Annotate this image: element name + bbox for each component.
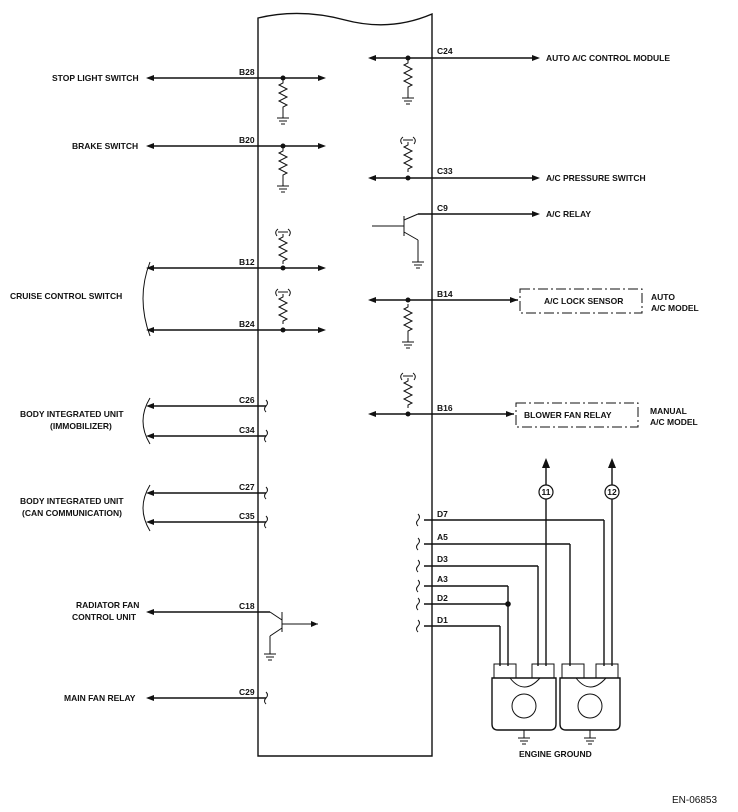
pin-c18: C18 xyxy=(239,601,255,611)
auto-ac-control-module-circuit xyxy=(368,55,540,105)
label-brake-switch: BRAKE SWITCH xyxy=(72,141,138,151)
pin-a5: A5 xyxy=(437,532,448,542)
label-auto: AUTO xyxy=(651,292,675,302)
label-manual: MANUAL xyxy=(650,406,687,416)
pin-c27: C27 xyxy=(239,482,255,492)
blower-fan-relay-box xyxy=(515,402,639,428)
figure-id: EN-06853 xyxy=(672,795,717,806)
label-ac-pressure-switch: A/C PRESSURE SWITCH xyxy=(546,173,646,183)
engine-ground-wiring xyxy=(416,458,621,745)
pin-c33: C33 xyxy=(437,166,453,176)
ac-lock-sensor-box xyxy=(519,288,643,314)
pin-b12: B12 xyxy=(239,257,255,267)
blower-fan-relay-circuit xyxy=(368,372,639,428)
label-blower-fan-relay: BLOWER FAN RELAY xyxy=(524,410,612,420)
label-manual-ac-model: A/C MODEL xyxy=(650,417,698,427)
cruise-control-circuit xyxy=(142,228,326,337)
pin-c34: C34 xyxy=(239,425,255,435)
radiator-fan-circuit xyxy=(146,609,318,661)
pin-b20: B20 xyxy=(239,135,255,145)
label-engine-ground: ENGINE GROUND xyxy=(519,749,592,759)
ac-lock-sensor-circuit xyxy=(368,288,643,349)
pin-d1: D1 xyxy=(437,615,448,625)
ref-12: 12 xyxy=(607,487,617,497)
label-auto-ac-model: A/C MODEL xyxy=(651,303,699,313)
label-stop-light-switch: STOP LIGHT SWITCH xyxy=(52,73,139,83)
label-cruise-control-switch: CRUISE CONTROL SWITCH xyxy=(10,291,122,301)
pin-b16: B16 xyxy=(437,403,453,413)
pin-d3: D3 xyxy=(437,554,448,564)
immobilizer-circuit xyxy=(142,397,268,445)
label-can-communication: (CAN COMMUNICATION) xyxy=(22,508,122,518)
pin-c35: C35 xyxy=(239,511,255,521)
pin-b28: B28 xyxy=(239,67,255,77)
pin-c24: C24 xyxy=(437,46,453,56)
label-ac-lock-sensor: A/C LOCK SENSOR xyxy=(544,296,623,306)
ref-11: 11 xyxy=(542,487,551,497)
label-main-fan-relay: MAIN FAN RELAY xyxy=(64,693,136,703)
can-communication-circuit xyxy=(142,484,268,532)
pin-b24: B24 xyxy=(239,319,255,329)
pin-b14: B14 xyxy=(437,289,453,299)
pin-a3: A3 xyxy=(437,574,448,584)
pin-c9: C9 xyxy=(437,203,448,213)
brake-switch-circuit xyxy=(146,143,326,193)
label-immobilizer: (IMMOBILIZER) xyxy=(50,421,112,431)
label-control-unit: CONTROL UNIT xyxy=(72,612,137,622)
label-body-integrated-unit-2: BODY INTEGRATED UNIT xyxy=(20,496,124,506)
pin-d2: D2 xyxy=(437,593,448,603)
pin-d7: D7 xyxy=(437,509,448,519)
label-ac-relay: A/C RELAY xyxy=(546,209,591,219)
main-fan-relay-circuit xyxy=(146,691,268,705)
label-body-integrated-unit-1: BODY INTEGRATED UNIT xyxy=(20,409,124,419)
stop-light-switch-circuit xyxy=(146,75,326,125)
label-auto-ac-control-module: AUTO A/C CONTROL MODULE xyxy=(546,53,670,63)
ac-relay-circuit xyxy=(372,211,540,269)
label-radiator-fan: RADIATOR FAN xyxy=(76,600,139,610)
ecm-box-outline xyxy=(257,12,433,757)
ac-pressure-switch-circuit xyxy=(368,136,540,181)
pin-c26: C26 xyxy=(239,395,255,405)
pin-c29: C29 xyxy=(239,687,255,697)
